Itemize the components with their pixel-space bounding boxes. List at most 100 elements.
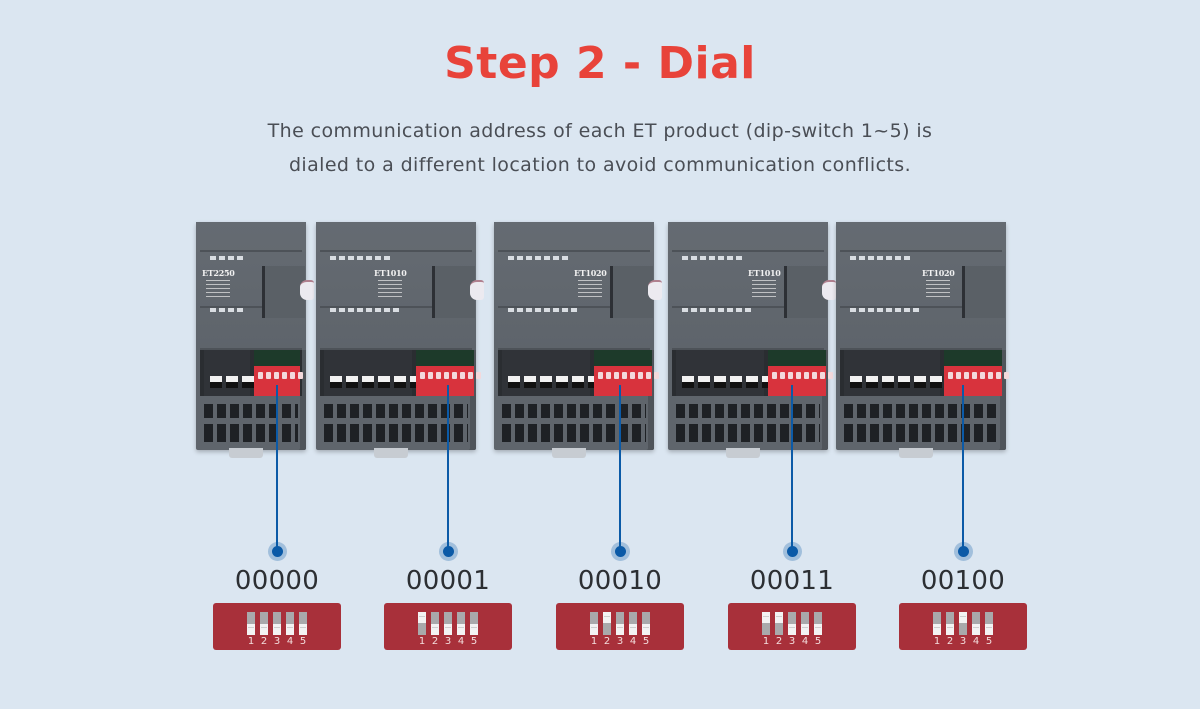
switch-row xyxy=(899,612,1027,635)
panel-groove xyxy=(840,306,1002,308)
dip-switch[interactable] xyxy=(768,366,833,396)
switch-2-off xyxy=(946,612,954,635)
connector-dot xyxy=(957,546,969,557)
terminal-block xyxy=(844,350,974,396)
connector-line xyxy=(791,385,793,551)
panel-groove xyxy=(200,250,302,252)
din-clip xyxy=(229,448,263,458)
spec-text xyxy=(378,280,402,300)
dip-switch-levers xyxy=(258,372,303,379)
panel-groove xyxy=(498,250,650,252)
dip-switch-board[interactable] xyxy=(594,350,659,396)
terminal-block xyxy=(676,350,806,396)
module-housing: ET1020 xyxy=(836,222,1009,450)
switch-knob xyxy=(590,612,598,624)
connector-dot xyxy=(442,546,454,557)
module-housing: ET2250 xyxy=(196,222,306,450)
switch-knob xyxy=(814,612,822,624)
switch-number: 5 xyxy=(470,636,478,647)
panel-groove xyxy=(320,306,472,308)
switch-number: 5 xyxy=(985,636,993,647)
switch-row xyxy=(728,612,856,635)
switch-number: 4 xyxy=(801,636,809,647)
model-label: ET2250 xyxy=(202,268,235,278)
switch-knob xyxy=(629,612,637,624)
module-front xyxy=(672,350,833,396)
dip-switch-levers xyxy=(772,372,833,379)
switch-knob xyxy=(457,612,465,624)
panel-groove xyxy=(498,306,650,308)
switch-number: 2 xyxy=(775,636,783,647)
panel-groove xyxy=(200,348,302,350)
connector-line xyxy=(619,385,621,551)
plc-module: ET2250 xyxy=(196,222,314,458)
dip-switch[interactable] xyxy=(416,366,481,396)
led-row-top xyxy=(210,256,243,261)
switch-1-off xyxy=(590,612,598,635)
switch-number: 5 xyxy=(814,636,822,647)
switch-number: 1 xyxy=(418,636,426,647)
din-clip xyxy=(374,448,408,458)
switch-2-on xyxy=(603,612,611,635)
description-line-2: dialed to a different location to avoid … xyxy=(288,154,912,176)
dip-switch-board[interactable] xyxy=(416,350,481,396)
din-clip xyxy=(552,448,586,458)
ribbon-cable xyxy=(822,280,836,300)
model-label: ET1010 xyxy=(748,268,781,278)
switch-5-off xyxy=(470,612,478,635)
switch-number: 2 xyxy=(431,636,439,647)
model-label: ET1020 xyxy=(922,268,955,278)
switch-number: 4 xyxy=(629,636,637,647)
dip-switch-board[interactable] xyxy=(944,350,1009,396)
led-row-bottom xyxy=(508,308,577,313)
switch-knob xyxy=(444,612,452,624)
module-top-panel: ET1010 xyxy=(668,222,828,350)
switch-3-off xyxy=(788,612,796,635)
switch-3-off xyxy=(273,612,281,635)
led-row-top xyxy=(508,256,568,261)
din-clip xyxy=(899,448,933,458)
switch-number: 5 xyxy=(299,636,307,647)
led-row-bottom xyxy=(850,308,919,313)
switch-knob xyxy=(801,612,809,624)
switch-knob xyxy=(299,612,307,624)
module-housing: ET1010 xyxy=(668,222,833,450)
ribbon-cable xyxy=(470,280,484,300)
switch-knob xyxy=(762,623,770,635)
dip-switch[interactable] xyxy=(594,366,659,396)
module-top-panel: ET1020 xyxy=(494,222,654,350)
dip-switch-board[interactable] xyxy=(768,350,833,396)
switch-3-off xyxy=(616,612,624,635)
connector-line xyxy=(276,385,278,551)
panel-groove xyxy=(672,306,824,308)
led-row-top xyxy=(850,256,910,261)
dip-switch[interactable] xyxy=(944,366,1009,396)
switch-row xyxy=(556,612,684,635)
spec-text xyxy=(578,280,602,300)
switch-knob xyxy=(788,612,796,624)
module-housing: ET1010 xyxy=(316,222,481,450)
switch-number: 2 xyxy=(260,636,268,647)
switch-5-off xyxy=(299,612,307,635)
switch-3-on xyxy=(959,612,967,635)
module-front xyxy=(840,350,1009,396)
dip-switch-levers xyxy=(598,372,659,379)
panel-groove xyxy=(200,306,302,308)
module-top-panel: ET1020 xyxy=(836,222,1006,350)
switch-knob xyxy=(959,623,967,635)
panel-groove xyxy=(498,348,650,350)
switch-number: 4 xyxy=(972,636,980,647)
panel-groove xyxy=(320,348,472,350)
switch-number: 4 xyxy=(286,636,294,647)
led-row-bottom xyxy=(210,308,243,313)
vent-grille xyxy=(204,404,298,442)
switch-1-on xyxy=(762,612,770,635)
switch-number: 4 xyxy=(457,636,465,647)
